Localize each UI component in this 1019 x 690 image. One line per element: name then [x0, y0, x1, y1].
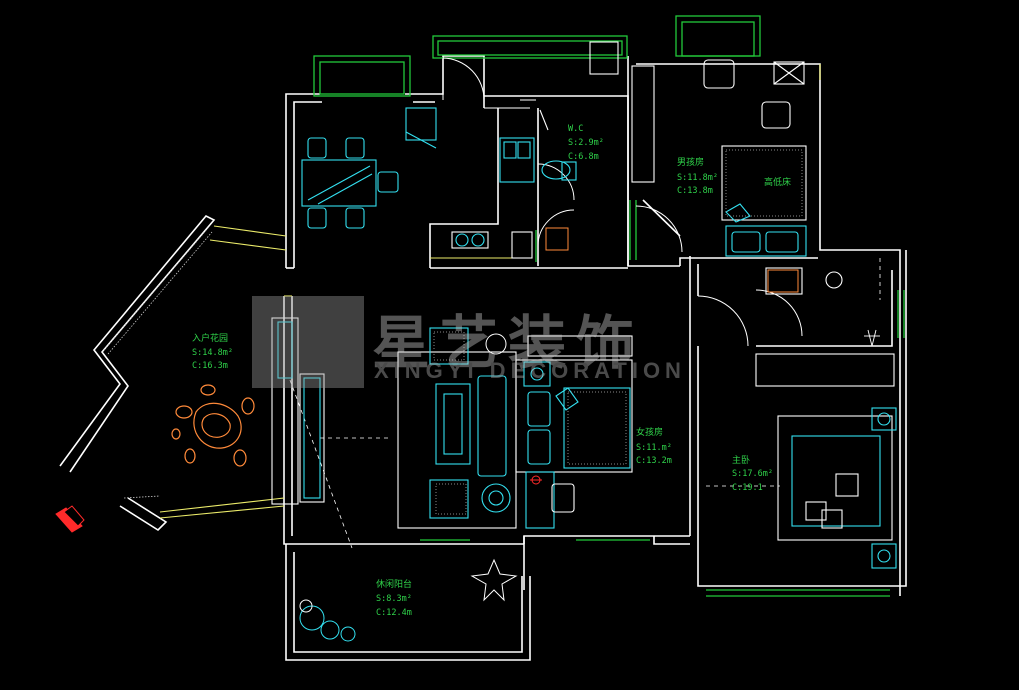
- wc-name: W.C: [568, 124, 583, 134]
- red-markers: [55, 227, 799, 533]
- girls-room-perimeter: C:13.2m: [636, 456, 672, 466]
- dining-table: [301, 159, 377, 207]
- stair-marks: [864, 329, 880, 347]
- windows: [313, 15, 905, 597]
- wc-area: S:2.9m²: [568, 138, 604, 148]
- plants: [299, 333, 518, 642]
- furniture: [271, 41, 897, 569]
- garden-name: 入户花园: [192, 332, 228, 344]
- garden-stones: [171, 384, 255, 467]
- balcony-name: 休闲阳台: [376, 578, 412, 590]
- boys-room-area: S:11.8m²: [677, 173, 718, 183]
- boys-room-perimeter: C:13.8m: [677, 186, 713, 196]
- wc-perimeter: C:6.8m: [568, 152, 599, 162]
- garden-perimeter: C:16.3m: [192, 361, 228, 371]
- master-room-area: S:17.6m²: [732, 469, 773, 479]
- room-labels: W.C S:2.9m² C:6.8m 男孩房 S:11.8m² C:13.8m …: [192, 124, 791, 618]
- walls: [59, 55, 907, 661]
- guide-lines: [289, 258, 881, 549]
- girls-room-area: S:11.m²: [636, 443, 672, 453]
- balcony-perimeter: C:12.4m: [376, 608, 412, 618]
- garden-area: S:14.8m²: [192, 348, 233, 358]
- girls-room-name: 女孩房: [636, 426, 663, 438]
- bunk-bed-label: 高低床: [764, 176, 791, 188]
- doors: [442, 57, 803, 347]
- rug-texture: [433, 149, 803, 515]
- wall-edges: [159, 64, 821, 519]
- bunk-bed: [721, 145, 807, 221]
- master-room-perimeter: C:19.1: [732, 483, 763, 493]
- garden-railing: [103, 227, 213, 499]
- balcony-area: S:8.3m²: [376, 594, 412, 604]
- boys-room-name: 男孩房: [677, 156, 704, 168]
- master-room-name: 主卧: [732, 454, 750, 466]
